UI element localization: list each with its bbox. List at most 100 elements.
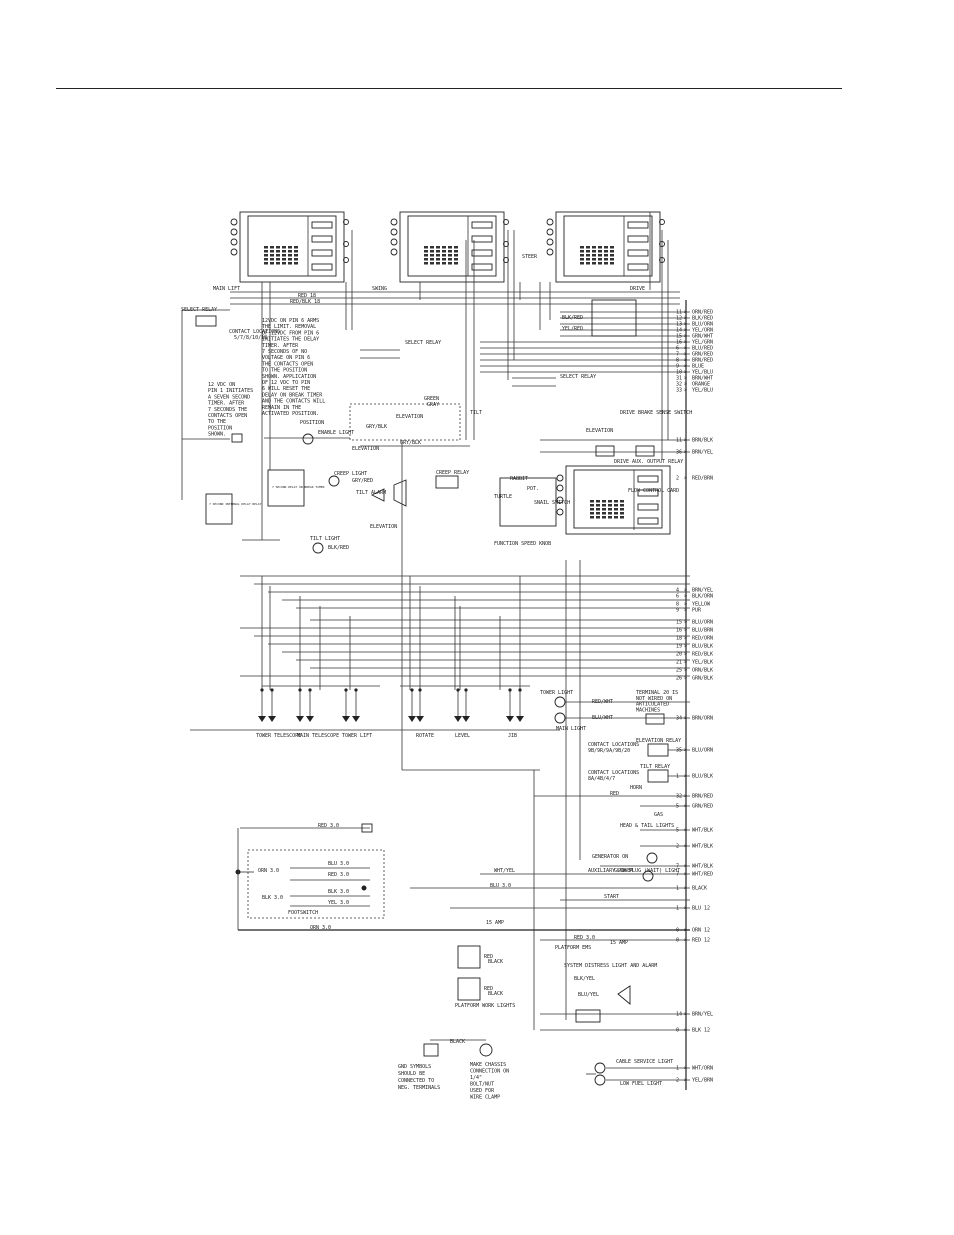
output-pin: [659, 219, 665, 225]
module-pin: [442, 246, 446, 249]
valve-diode: [352, 716, 360, 722]
module-pin: [608, 504, 612, 507]
timer_note-line: OF 12 VDC TO PIN: [262, 380, 310, 386]
red18-label: RED 18: [298, 293, 316, 299]
module-pin: [294, 246, 298, 249]
terminal-arrow: >: [684, 364, 687, 370]
module-pin: [620, 516, 624, 519]
valve-node: [354, 688, 358, 692]
terminal-arrow: >: [684, 594, 687, 600]
timer_note-line: VOLTAGE ON PIN 6: [262, 355, 310, 361]
seven_sec_note-line: PIN 1 INITIATES: [208, 388, 253, 394]
seven-sec-timer-label: 7 SECOND DELAY ON BREAK TIMER: [272, 485, 325, 489]
valve-node: [518, 688, 522, 692]
connector-pin: [390, 228, 398, 236]
start-label: START: [604, 894, 619, 900]
seven_sec_note-line: SHOWN.: [208, 432, 226, 438]
terminal-wire: ORN/RED: [692, 310, 713, 316]
terminal-wire: BLK 12: [692, 1028, 710, 1034]
lower-wires: RED HORN GAS HEAD & TAIL LIGHTS GENERATO…: [238, 785, 690, 1031]
elevation-relay-label: ELEVATION RELAY: [636, 738, 681, 744]
module-pin: [596, 508, 600, 511]
module-pin: [620, 504, 624, 507]
valve-node: [260, 688, 264, 692]
seven_sec_note-line: CONTACTS OPEN: [208, 413, 247, 419]
connector-pin: [546, 238, 554, 246]
black-top-label: BLACK: [450, 1039, 465, 1045]
contact_locations_2-line: 9B/9R/9A/9B/20: [588, 748, 630, 754]
seven_sec_note-line: POSITION: [208, 425, 232, 431]
select-relay-c-label: SELECT RELAY: [560, 374, 596, 380]
valve-diode: [296, 716, 304, 722]
footswitch-label: FOOTSWITCH: [288, 910, 318, 916]
module-pin: [448, 258, 452, 261]
valve-diode: [408, 716, 416, 722]
valve-diode: [306, 716, 314, 722]
module-pin: [590, 504, 594, 507]
terminal-number: 7: [676, 352, 679, 358]
tilt-light: TILT LIGHT BLK/RED: [310, 536, 349, 554]
module-pin: [448, 262, 452, 265]
middle-bus-lines: [190, 440, 690, 1030]
gray-label: GRAY: [427, 402, 439, 408]
valve-diode: [416, 716, 424, 722]
module-pin: [608, 516, 612, 519]
connector-pin: [556, 496, 564, 504]
module-output: [627, 235, 649, 243]
terminal-arrow: >: [684, 310, 687, 316]
valve-diode: [454, 716, 462, 722]
module-output: [627, 221, 649, 229]
module-pin: [596, 512, 600, 515]
timer_note-line: TIMER. AFTER: [262, 343, 299, 349]
module-pin: [264, 246, 268, 249]
terminal-arrow: >: [684, 388, 687, 394]
terminal-wire: YELLOW: [692, 602, 711, 608]
module-pin: [580, 246, 584, 249]
tilt-label: TILT: [470, 410, 482, 416]
terminal-arrow: >: [684, 1012, 687, 1018]
module-pin: [590, 516, 594, 519]
module-pin: [580, 262, 584, 265]
terminal-number: 36: [676, 450, 682, 456]
black-label-1: BLACK: [488, 959, 503, 965]
module-pin: [614, 504, 618, 507]
terminal-number: 32: [676, 794, 682, 800]
terminal-arrow: >: [684, 316, 687, 322]
output-pin: [503, 219, 509, 225]
terminal-arrow: >: [684, 1066, 687, 1072]
chassis_note-line: CONNECTION ON: [470, 1069, 509, 1075]
blu30b-label: BLU 3.0: [490, 883, 511, 889]
timer_note-line: 7 SECONDS OF NO: [262, 349, 307, 355]
terminal-arrow: >: [684, 608, 687, 614]
main-lift-module: MAIN LIFT: [213, 211, 345, 292]
valve-node: [508, 688, 512, 692]
level-label: LEVEL: [455, 733, 470, 739]
module-pin: [620, 500, 624, 503]
output-pin: [343, 241, 349, 247]
terminal-arrow: >: [684, 928, 687, 934]
terminal-arrow: >: [684, 636, 687, 642]
module-pin: [424, 250, 428, 253]
module-pin: [276, 262, 280, 265]
contact_locations_3-line: CONTACT LOCATIONS: [588, 770, 639, 776]
terminal-number: 33: [676, 388, 682, 394]
terminal-arrow: >: [684, 906, 687, 912]
module-pin: [608, 508, 612, 511]
module-pin: [602, 508, 606, 511]
tower-light-label: TOWER LIGHT: [540, 690, 573, 696]
work-lights: RED BLACK RED BLACK PLATFORM WORK LIGHTS: [455, 945, 515, 1009]
terminal-arrow: >: [684, 476, 687, 482]
module-pin: [270, 254, 274, 257]
module-pin: [454, 258, 458, 261]
output-pin: [503, 241, 509, 247]
tilt-alarm-label: TILT ALARM: [356, 490, 386, 496]
chassis_note-line: USED FOR: [470, 1088, 495, 1094]
module-pin: [586, 250, 590, 253]
terminal-number: 2: [676, 1078, 679, 1084]
chassis_note-line: 1/4": [470, 1075, 482, 1081]
module-pin: [282, 262, 286, 265]
terminal-number: 20: [676, 652, 682, 658]
module-pin: [454, 262, 458, 265]
valve-diode: [342, 716, 350, 722]
